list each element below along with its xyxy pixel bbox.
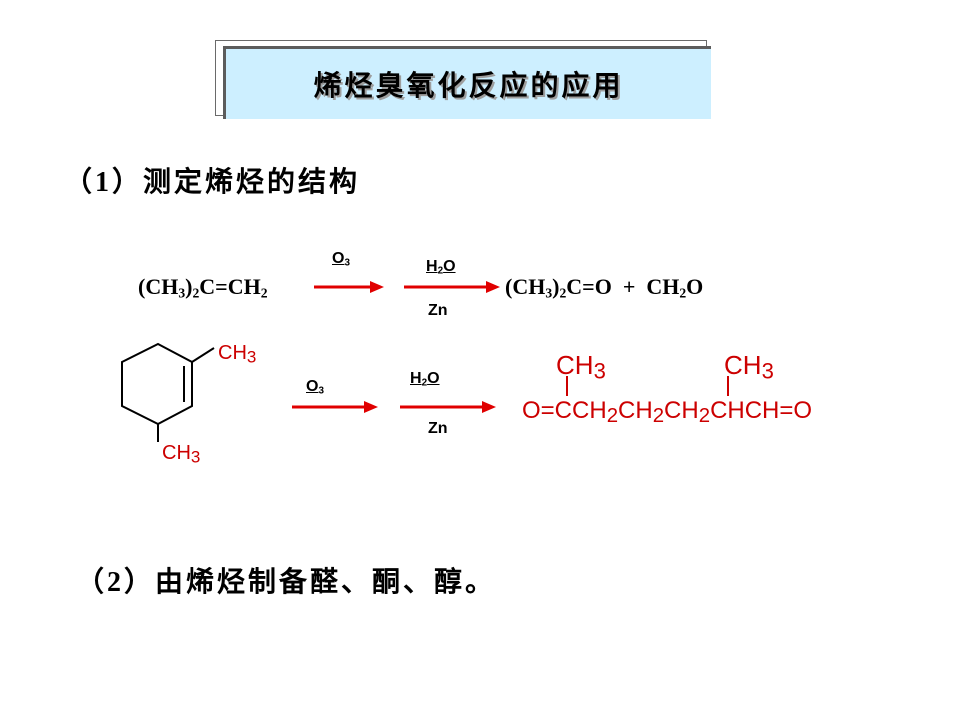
title-box: 烯烃臭氧化反应的应用 bbox=[223, 46, 711, 119]
section2-number: 2 bbox=[107, 567, 125, 598]
ring-methyl-top: CH3 bbox=[218, 342, 257, 367]
reaction1-arrow-2 bbox=[404, 281, 500, 293]
reaction1-reactant: (CH3)2C=CH2 bbox=[138, 274, 268, 301]
section1-number: 1 bbox=[95, 167, 113, 198]
product-branch-methyl-2: CH3 bbox=[724, 350, 774, 384]
reaction1-reagent-water: H2O bbox=[426, 258, 456, 277]
section1-heading: （1）测定烯烃的结构 bbox=[64, 160, 360, 200]
reaction2-reagent-water: H2O bbox=[410, 370, 440, 389]
product-branch-bonds bbox=[566, 376, 729, 396]
section1-open-paren: （ bbox=[64, 165, 96, 198]
reaction1-products: (CH3)2C=O + CH2O bbox=[505, 274, 704, 301]
slide-title: 烯烃臭氧化反应的应用 bbox=[313, 69, 624, 102]
reaction2-reagent-ozone: O3 bbox=[306, 378, 324, 397]
reaction2-arrow-1 bbox=[292, 401, 378, 413]
reaction1-arrow-1 bbox=[314, 281, 384, 293]
section2-heading: （2）由烯烃制备醛、酮、醇。 bbox=[76, 560, 496, 600]
reaction2-arrow-2 bbox=[400, 401, 496, 413]
section1-text: ）测定烯烃的结构 bbox=[112, 165, 361, 198]
section2-text: ）由烯烃制备醛、酮、醇。 bbox=[124, 565, 497, 598]
reaction1-reagent-ozone: O3 bbox=[332, 250, 350, 269]
reaction1-reagent-zinc: Zn bbox=[428, 302, 448, 319]
dimethylcyclohexene-ring bbox=[121, 342, 215, 442]
ring-methyl-bottom: CH3 bbox=[162, 442, 201, 467]
section2-open-paren: （ bbox=[76, 565, 108, 598]
reaction2-reagent-zinc: Zn bbox=[428, 420, 448, 437]
product-branch-methyl-1: CH3 bbox=[556, 350, 606, 384]
product-main-chain: O=CCH2CH2CH2CHCH=O bbox=[522, 397, 813, 428]
